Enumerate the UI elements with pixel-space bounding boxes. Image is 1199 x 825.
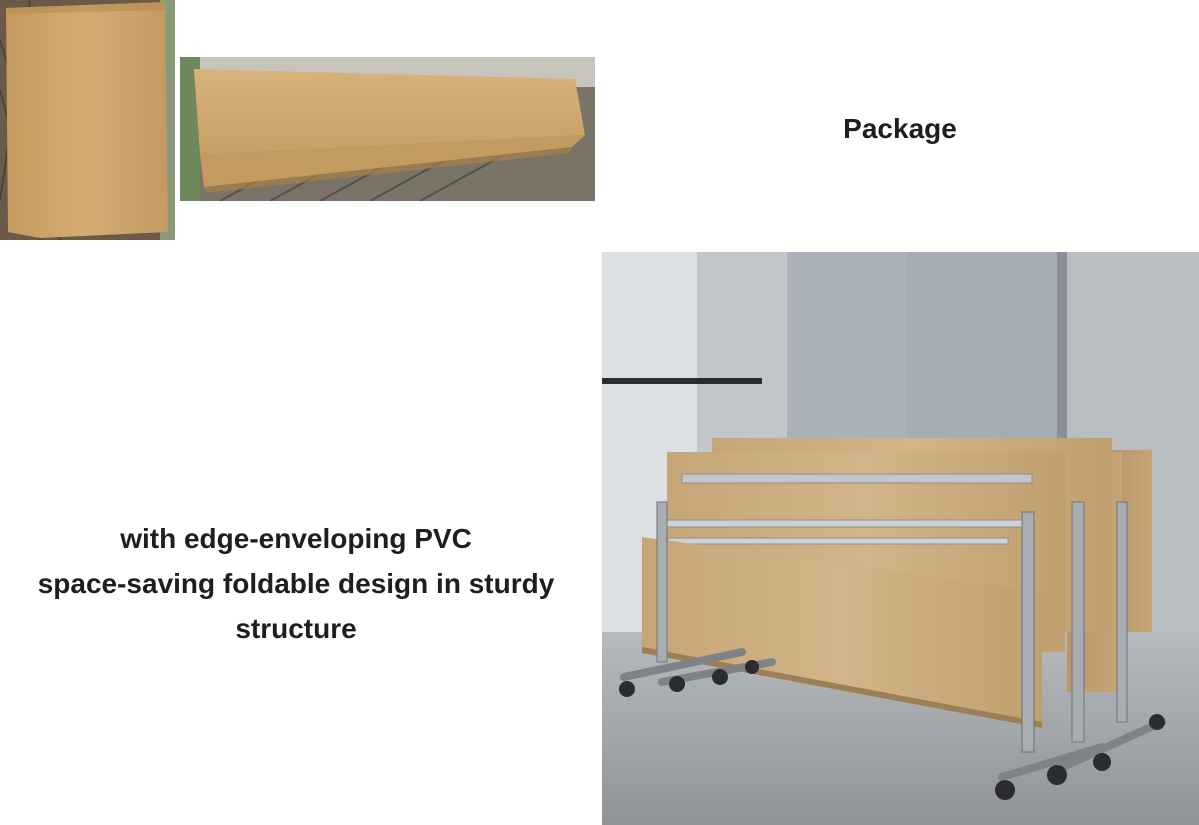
folded-tables-photo (602, 252, 1199, 825)
package-photo-upright (0, 0, 175, 240)
feature-line-structure: structure (235, 613, 357, 644)
feature-line-foldable-design: space-saving foldable design in sturdy (37, 568, 555, 599)
package-heading: Package (843, 113, 957, 144)
feature-description: with edge-enveloping PVC space-saving fo… (0, 516, 592, 651)
feature-line-pvc-edge: with edge-enveloping PVC (120, 523, 472, 554)
package-photo-flat (180, 57, 595, 201)
